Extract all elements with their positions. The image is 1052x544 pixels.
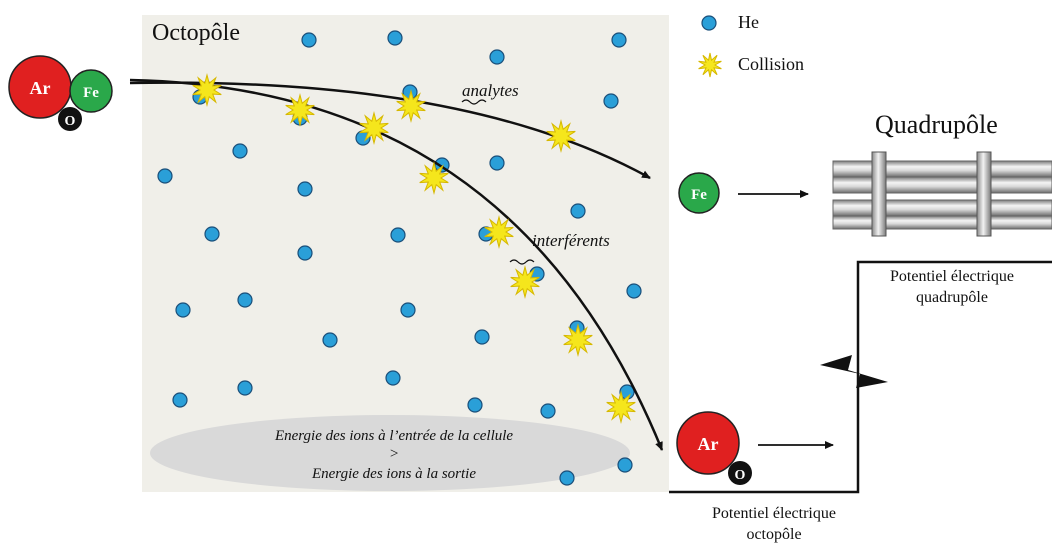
he-atom — [385, 370, 401, 386]
collision-star — [563, 323, 593, 357]
octopole-title: Octopôle — [152, 20, 240, 46]
legend-collision-label: Collision — [738, 54, 804, 74]
ar-exit: Ar O — [676, 411, 834, 485]
collision-star — [546, 119, 576, 153]
he-atom — [400, 302, 416, 318]
legend-he-icon — [701, 15, 717, 31]
quadrupole-rod-top-front — [832, 176, 1052, 194]
he-atom — [559, 470, 575, 486]
o-atom-incoming — [58, 107, 82, 131]
he-atom — [172, 392, 188, 408]
he-atom — [301, 32, 317, 48]
legend: He Collision — [698, 12, 804, 78]
energy-line-3: Energie des ions à la sortie — [311, 466, 476, 482]
collision-stars-group — [192, 73, 636, 424]
collision-star — [396, 89, 426, 123]
potential-octopole-line-1: Potentiel électrique — [712, 505, 836, 522]
potential-octopole-line-2: octopôle — [746, 526, 801, 543]
o-atom-exit-label: O — [735, 468, 746, 483]
quadrupole-rod-bottom-front — [832, 215, 1052, 230]
he-atom — [626, 283, 642, 299]
energy-line-2: > — [389, 446, 399, 462]
quadrupole-rod-bottom-back — [832, 199, 1052, 217]
he-atom — [390, 227, 406, 243]
he-atom — [467, 397, 483, 413]
analytes-label: analytes — [462, 81, 519, 100]
collision-star — [192, 73, 222, 107]
quadrupole-title: Quadrupôle — [875, 110, 998, 139]
analytes-squiggle — [461, 99, 487, 105]
fe-ion-incoming — [69, 69, 113, 113]
fe-ion-exit-label: Fe — [691, 187, 707, 203]
collision-star — [510, 265, 540, 299]
collision-star — [484, 215, 514, 249]
he-atom — [322, 332, 338, 348]
he-atom — [157, 168, 173, 184]
he-atom — [474, 329, 490, 345]
potential-profile-line — [669, 260, 1052, 494]
collision-star — [606, 390, 636, 424]
he-atom — [297, 245, 313, 261]
he-atom — [603, 93, 619, 109]
lightning-bolt-icon — [820, 355, 888, 388]
potential-quadrupole-line-1: Potentiel électrique — [890, 268, 1014, 285]
he-atom — [204, 226, 220, 242]
collision-star — [419, 161, 449, 195]
he-atom — [237, 292, 253, 308]
he-atom — [297, 181, 313, 197]
quadrupole-rods — [832, 151, 1052, 237]
he-atom — [175, 302, 191, 318]
he-atoms-group — [157, 30, 642, 486]
he-atom — [232, 143, 248, 159]
collision-star — [285, 93, 315, 127]
he-atom — [489, 155, 505, 171]
he-atom — [489, 49, 505, 65]
fe-ion-exit — [678, 172, 720, 214]
legend-collision-icon — [698, 52, 722, 78]
energy-line-1: Energie des ions à l’entrée de la cellul… — [274, 428, 513, 444]
interferents-trajectory — [129, 78, 664, 451]
ar-ion-exit — [676, 411, 740, 475]
ar-ion-incoming-label: Ar — [30, 78, 51, 98]
fe-exit: Fe — [678, 172, 809, 214]
he-atom — [611, 32, 627, 48]
he-atom — [540, 403, 556, 419]
he-atom — [617, 457, 633, 473]
potential-quadrupole-line-2: quadrupôle — [916, 289, 988, 306]
interferents-squiggle — [509, 259, 535, 265]
he-atom — [570, 203, 586, 219]
energy-ellipse — [150, 415, 630, 491]
interferents-label: interférents — [532, 231, 610, 250]
quadrupole-rod-top-back — [832, 160, 1052, 178]
collision-star — [359, 111, 389, 145]
quadrupole-ring-2 — [976, 151, 992, 237]
o-atom-exit — [728, 461, 752, 485]
fe-ion-incoming-label: Fe — [83, 85, 99, 101]
o-atom-incoming-label: O — [65, 114, 76, 129]
quadrupole-ring-1 — [871, 151, 887, 237]
incoming-ion-cluster: Ar Fe O — [8, 55, 113, 131]
legend-he-label: He — [738, 12, 759, 32]
he-atom — [237, 380, 253, 396]
he-atom — [387, 30, 403, 46]
ar-ion-exit-label: Ar — [698, 434, 719, 454]
